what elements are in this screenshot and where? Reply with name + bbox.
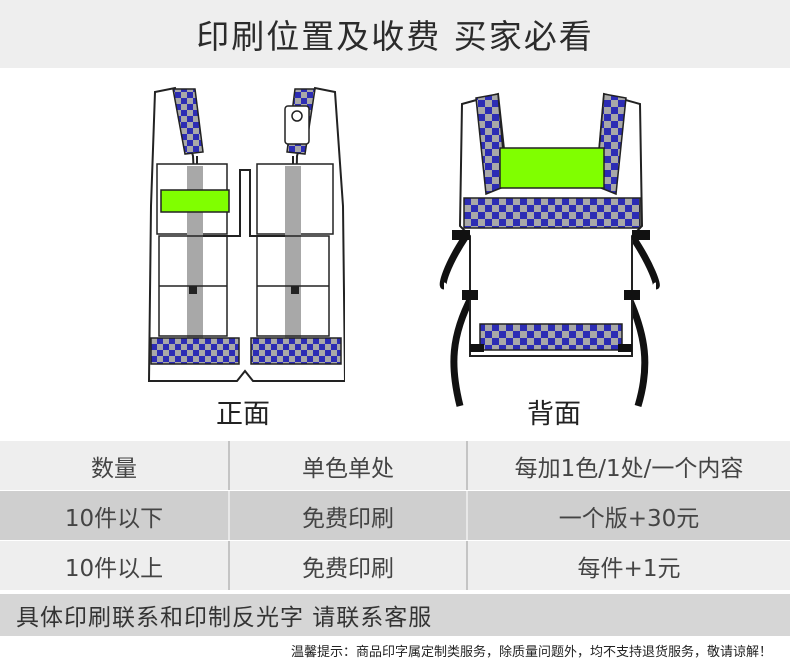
cell-single: 免费印刷 — [230, 541, 468, 590]
cell-extra: 一个版+30元 — [558, 505, 700, 532]
vest-illustrations: 正面 背 — [0, 70, 790, 440]
contact-text: 具体印刷联系和印制反光字 请联系客服 — [16, 605, 433, 631]
header-cell-extra: 每加1色/1处/一个内容 — [514, 455, 744, 482]
back-view-label: 背面 — [527, 399, 581, 430]
notice-text: 温馨提示：商品印字属定制类服务，除质量问题外，均不支持退货服务，敬请谅解！ — [290, 645, 772, 660]
table-row: 10件以上 免费印刷 每件+1元 — [0, 541, 790, 591]
front-view-label: 正面 — [216, 399, 270, 430]
cell-extra: 每件+1元 — [577, 555, 681, 582]
cell-single: 免费印刷 — [230, 491, 468, 540]
pricing-table: 数量 单色单处 每加1色/1处/一个内容 10件以下 免费印刷 一个版+30元 … — [0, 441, 790, 591]
header-cell-single: 单色单处 — [230, 441, 468, 490]
cell-quantity: 10件以下 — [0, 491, 230, 540]
page-title: 印刷位置及收费 买家必看 — [196, 17, 594, 56]
header-cell-quantity: 数量 — [0, 441, 230, 490]
cell-quantity: 10件以上 — [0, 541, 230, 590]
front-vest-illustration — [147, 86, 345, 382]
back-vest-illustration — [439, 92, 660, 408]
contact-bar: 具体印刷联系和印制反光字 请联系客服 — [0, 594, 790, 636]
table-header-row: 数量 单色单处 每加1色/1处/一个内容 — [0, 441, 790, 491]
page-header: 印刷位置及收费 买家必看 — [0, 0, 790, 68]
table-row: 10件以下 免费印刷 一个版+30元 — [0, 491, 790, 541]
